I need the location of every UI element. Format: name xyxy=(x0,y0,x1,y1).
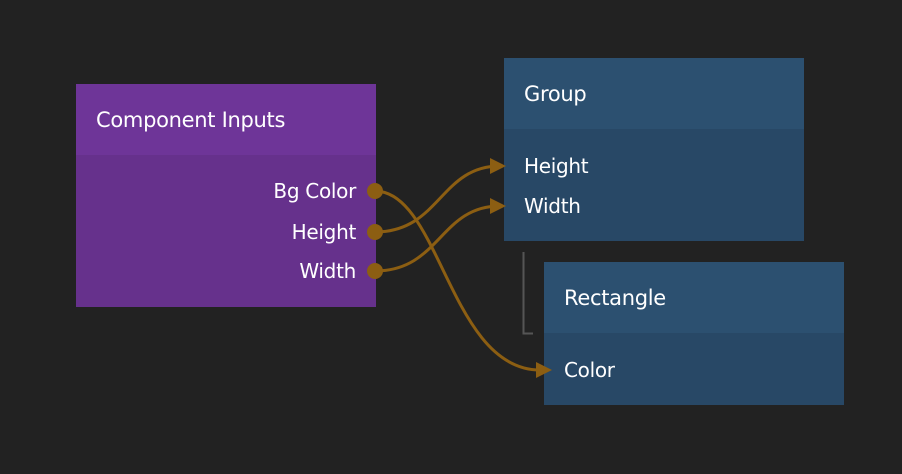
hierarchy-bracket xyxy=(522,252,533,335)
port-dot-height[interactable] xyxy=(367,224,383,240)
node-title: Group xyxy=(504,58,804,129)
wire-width-to-width[interactable] xyxy=(374,204,501,273)
wire-height-to-height[interactable] xyxy=(374,164,501,234)
port-dot-bg-color[interactable] xyxy=(367,183,383,199)
arrow-icon xyxy=(536,362,552,378)
output-port-width[interactable]: Width xyxy=(299,259,356,283)
component-inputs-node[interactable]: Component Inputs Bg Color Height Width xyxy=(76,84,376,307)
input-port-width[interactable]: Width xyxy=(524,194,581,218)
node-title: Component Inputs xyxy=(76,84,376,155)
rectangle-node[interactable]: Rectangle Color xyxy=(544,262,844,405)
input-port-height[interactable]: Height xyxy=(524,154,589,178)
port-dot-width[interactable] xyxy=(367,263,383,279)
group-node[interactable]: Group Height Width xyxy=(504,58,804,241)
output-port-height[interactable]: Height xyxy=(291,220,357,244)
input-port-color[interactable]: Color xyxy=(564,358,615,382)
arrow-icon xyxy=(490,198,506,214)
arrow-icon xyxy=(490,158,506,174)
node-title: Rectangle xyxy=(544,262,844,333)
wire-bgcolor-to-color[interactable] xyxy=(374,189,541,372)
output-port-bg-color[interactable]: Bg Color xyxy=(273,179,356,203)
